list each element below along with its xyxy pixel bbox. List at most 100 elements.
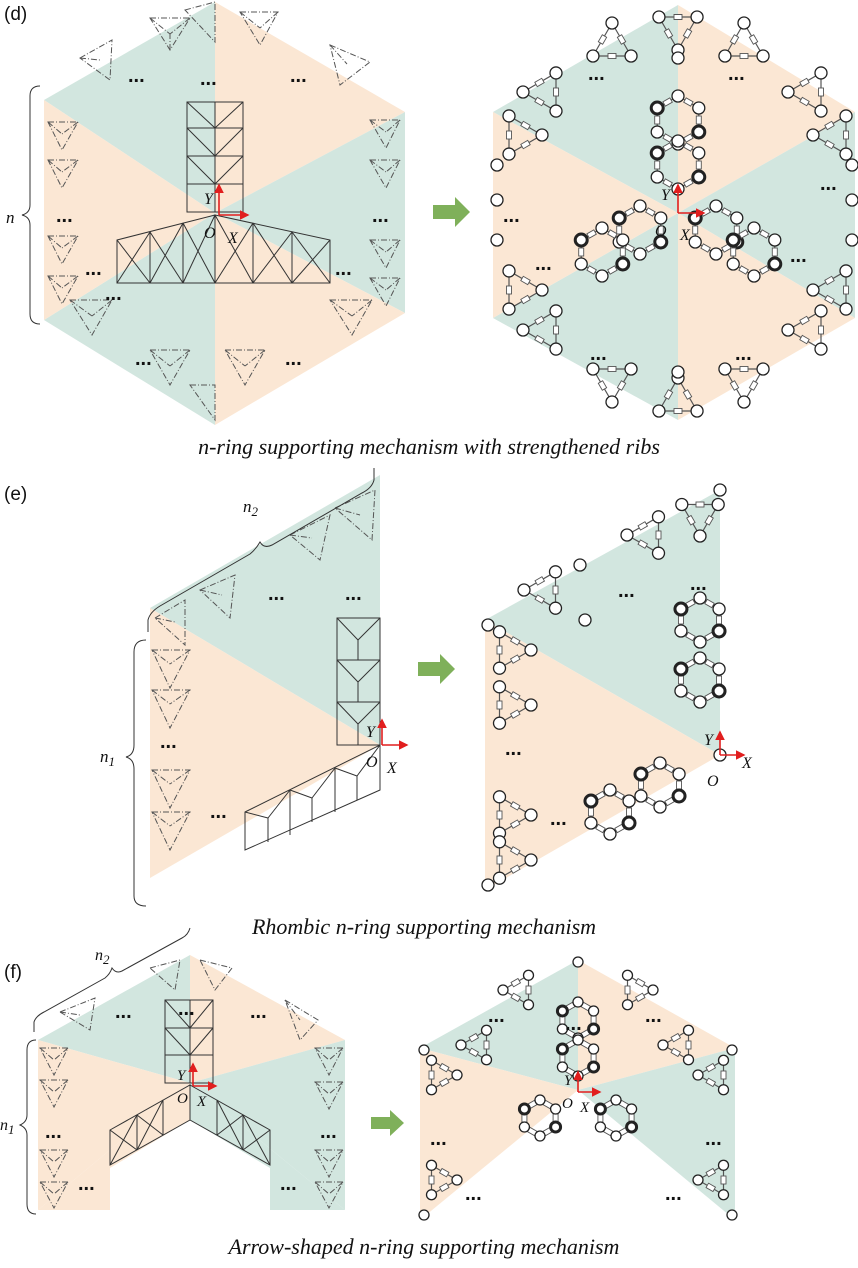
rod-joint <box>685 1040 692 1050</box>
hex-sector <box>678 112 855 318</box>
rod-joint <box>619 247 626 257</box>
rod-joint <box>739 53 749 59</box>
rod-joint <box>686 514 696 526</box>
arrow-sector <box>420 960 578 1090</box>
ellipsis: ... <box>290 65 307 87</box>
mechanism-nodes <box>418 956 738 1221</box>
hinge-node <box>573 558 587 572</box>
hinge-node <box>651 546 666 560</box>
rod-joint <box>597 34 608 45</box>
rod-joint <box>664 763 675 774</box>
origin-label: O <box>366 754 378 771</box>
hinge-node <box>502 302 516 316</box>
ellipsis: ... <box>160 731 177 753</box>
dimension-brace-n2 <box>147 468 375 632</box>
rod-joint <box>509 819 521 829</box>
hinge-node <box>578 613 592 627</box>
rod-joint <box>645 796 656 807</box>
rod-joint <box>682 389 693 400</box>
hinge-node <box>502 264 516 278</box>
hinge-node <box>616 233 630 247</box>
hinge-node <box>653 800 667 814</box>
hinge-node <box>726 1044 738 1056</box>
rod-joint <box>720 1175 727 1185</box>
hinge-node <box>572 1034 584 1046</box>
hinge-node <box>633 247 647 261</box>
hinge-node <box>839 264 853 278</box>
rod-joint <box>510 992 522 1003</box>
hinge-node <box>652 404 666 418</box>
rod-joint <box>624 243 635 253</box>
hinge-node <box>767 256 783 272</box>
rod-joint <box>626 807 633 817</box>
panel-d-label: (d) <box>4 4 27 25</box>
hinge-node <box>712 602 726 616</box>
hinge-node <box>652 10 666 24</box>
hinge-node <box>675 497 689 512</box>
rod-joint <box>552 585 559 595</box>
arrow-sector <box>190 955 345 1083</box>
hinge-node <box>709 199 723 213</box>
rod-joint <box>662 142 673 152</box>
x-axis-label: X <box>579 1100 590 1116</box>
rod-joint <box>509 801 521 811</box>
ellipsis: ... <box>430 1128 447 1150</box>
hinge-node <box>611 210 627 226</box>
origin-label: O <box>707 773 719 790</box>
rod-joint <box>438 1077 450 1088</box>
rod-joint <box>705 1167 717 1178</box>
hinge-node <box>806 283 820 297</box>
ellipsis: ... <box>268 583 285 605</box>
rod-joint <box>637 780 644 790</box>
rod-joint <box>716 615 723 625</box>
ellipsis: ... <box>128 65 145 87</box>
panel-f: (f) <box>0 927 738 1259</box>
rod-joint <box>739 366 749 372</box>
hinge-node <box>481 878 495 892</box>
hinge-node <box>490 193 504 207</box>
hinge-node <box>593 1102 607 1116</box>
rod-joint <box>662 178 673 188</box>
hinge-node <box>730 211 744 225</box>
rod-joint <box>496 700 503 710</box>
ellipsis: ... <box>105 283 122 305</box>
hinge-node <box>425 1189 438 1201</box>
rod-joint <box>730 247 737 257</box>
rod-joint <box>520 275 531 286</box>
hinge-node <box>583 793 599 809</box>
mechanism-nodes <box>490 10 858 418</box>
hinge-node <box>814 304 828 318</box>
hinge-node <box>451 1174 463 1186</box>
hinge-node <box>691 124 707 140</box>
boundary-cells <box>151 489 376 852</box>
hinge-node <box>524 643 538 657</box>
hinge-node <box>549 1103 562 1115</box>
hinge-node <box>587 1043 600 1055</box>
rod-joint <box>510 977 522 988</box>
rod-joint <box>637 539 649 549</box>
rod-joint <box>553 87 559 97</box>
rod-joint <box>818 87 824 97</box>
ellipsis: ... <box>372 205 389 227</box>
rod-joint <box>704 598 715 609</box>
rod-joint <box>496 645 503 655</box>
hinge-node <box>692 1069 704 1081</box>
ellipsis: ... <box>665 1183 682 1205</box>
hinge-node <box>717 1054 730 1066</box>
hinge-node <box>756 362 770 376</box>
rod-joint <box>468 1032 480 1043</box>
rod-joint <box>607 53 617 59</box>
rod-joint <box>673 14 683 20</box>
panel-e-label: (e) <box>4 484 27 505</box>
y-axis-label: Y <box>204 191 215 208</box>
rod-joint <box>506 285 512 295</box>
hinge-node <box>845 193 858 207</box>
panel-f-caption: Arrow-shaped n-ring supporting mechanism <box>227 1234 620 1259</box>
rod-joint <box>799 315 810 326</box>
rod-joint <box>578 247 585 257</box>
rod-joint <box>824 120 835 131</box>
rod-joint <box>700 243 711 253</box>
ellipsis: ... <box>690 573 707 595</box>
ellipsis: ... <box>115 1001 132 1023</box>
hinge-node <box>534 1094 546 1106</box>
